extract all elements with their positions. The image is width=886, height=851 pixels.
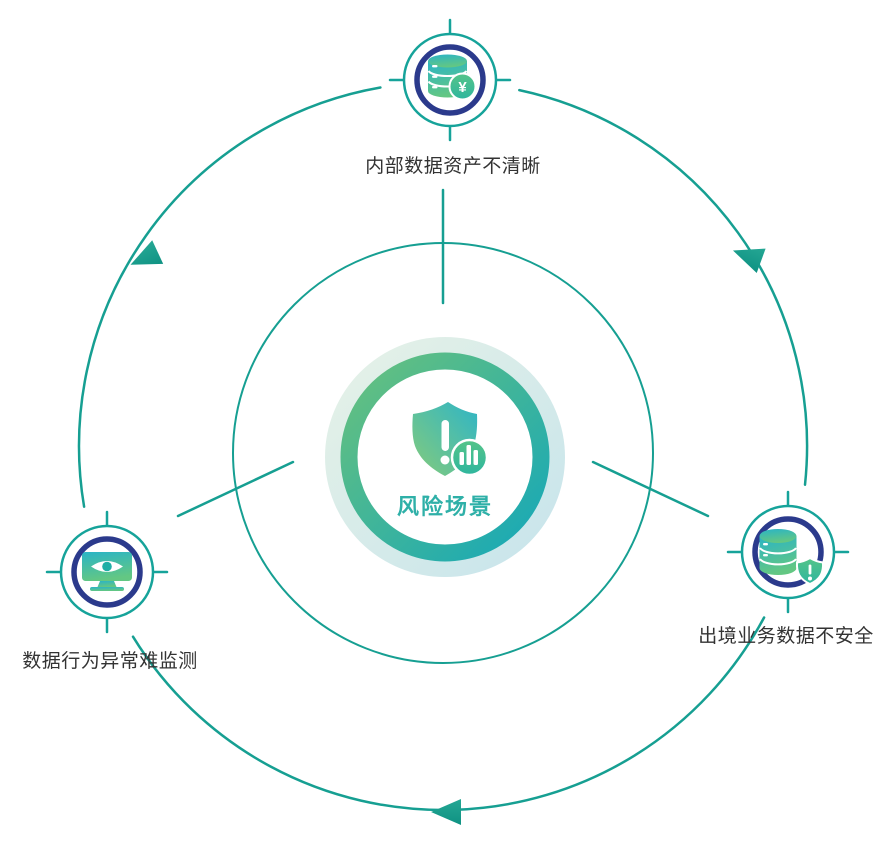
database-shield-alert-icon	[759, 529, 825, 586]
flow-arrowhead-bottom	[431, 799, 461, 825]
node-top: ¥	[390, 20, 510, 140]
eye-pupil	[102, 561, 112, 572]
monitor-base	[90, 587, 124, 591]
chart-bar-2	[466, 445, 471, 465]
node-label-top: 内部数据资产不清晰	[365, 156, 541, 177]
chart-bar-1	[459, 452, 464, 465]
flow-arrowhead-upper-left	[130, 240, 164, 265]
node-left	[47, 512, 167, 632]
exclamation-dot	[440, 455, 450, 465]
yuan-glyph: ¥	[458, 79, 467, 96]
node-right	[728, 492, 848, 612]
outer-cycle-arc-top-to-right	[518, 88, 809, 486]
outer-cycle-arc-left-to-top	[77, 86, 382, 508]
outer-cycle-arc-right-to-left	[131, 616, 766, 812]
chart-bar-3	[473, 450, 478, 465]
database-currency-icon: ¥	[427, 54, 477, 101]
outer-cycle	[77, 86, 809, 825]
spoke-to-right-node	[591, 460, 710, 518]
node-label-right: 出境业务数据不安全	[698, 626, 874, 647]
currency-badge-circle	[448, 72, 477, 101]
node-label-left: 数据行为异常难监测	[22, 651, 198, 672]
center-label: 风险场景	[396, 494, 494, 519]
shield-alert-chart-icon	[412, 402, 489, 477]
spoke-to-left-node	[176, 460, 295, 518]
exclamation-bar	[441, 420, 449, 451]
center-node	[325, 337, 565, 577]
monitor-eye-icon	[82, 552, 132, 591]
flow-arrowhead-upper-right	[732, 248, 766, 274]
spokes	[176, 188, 710, 518]
monitor-neck	[97, 581, 117, 587]
